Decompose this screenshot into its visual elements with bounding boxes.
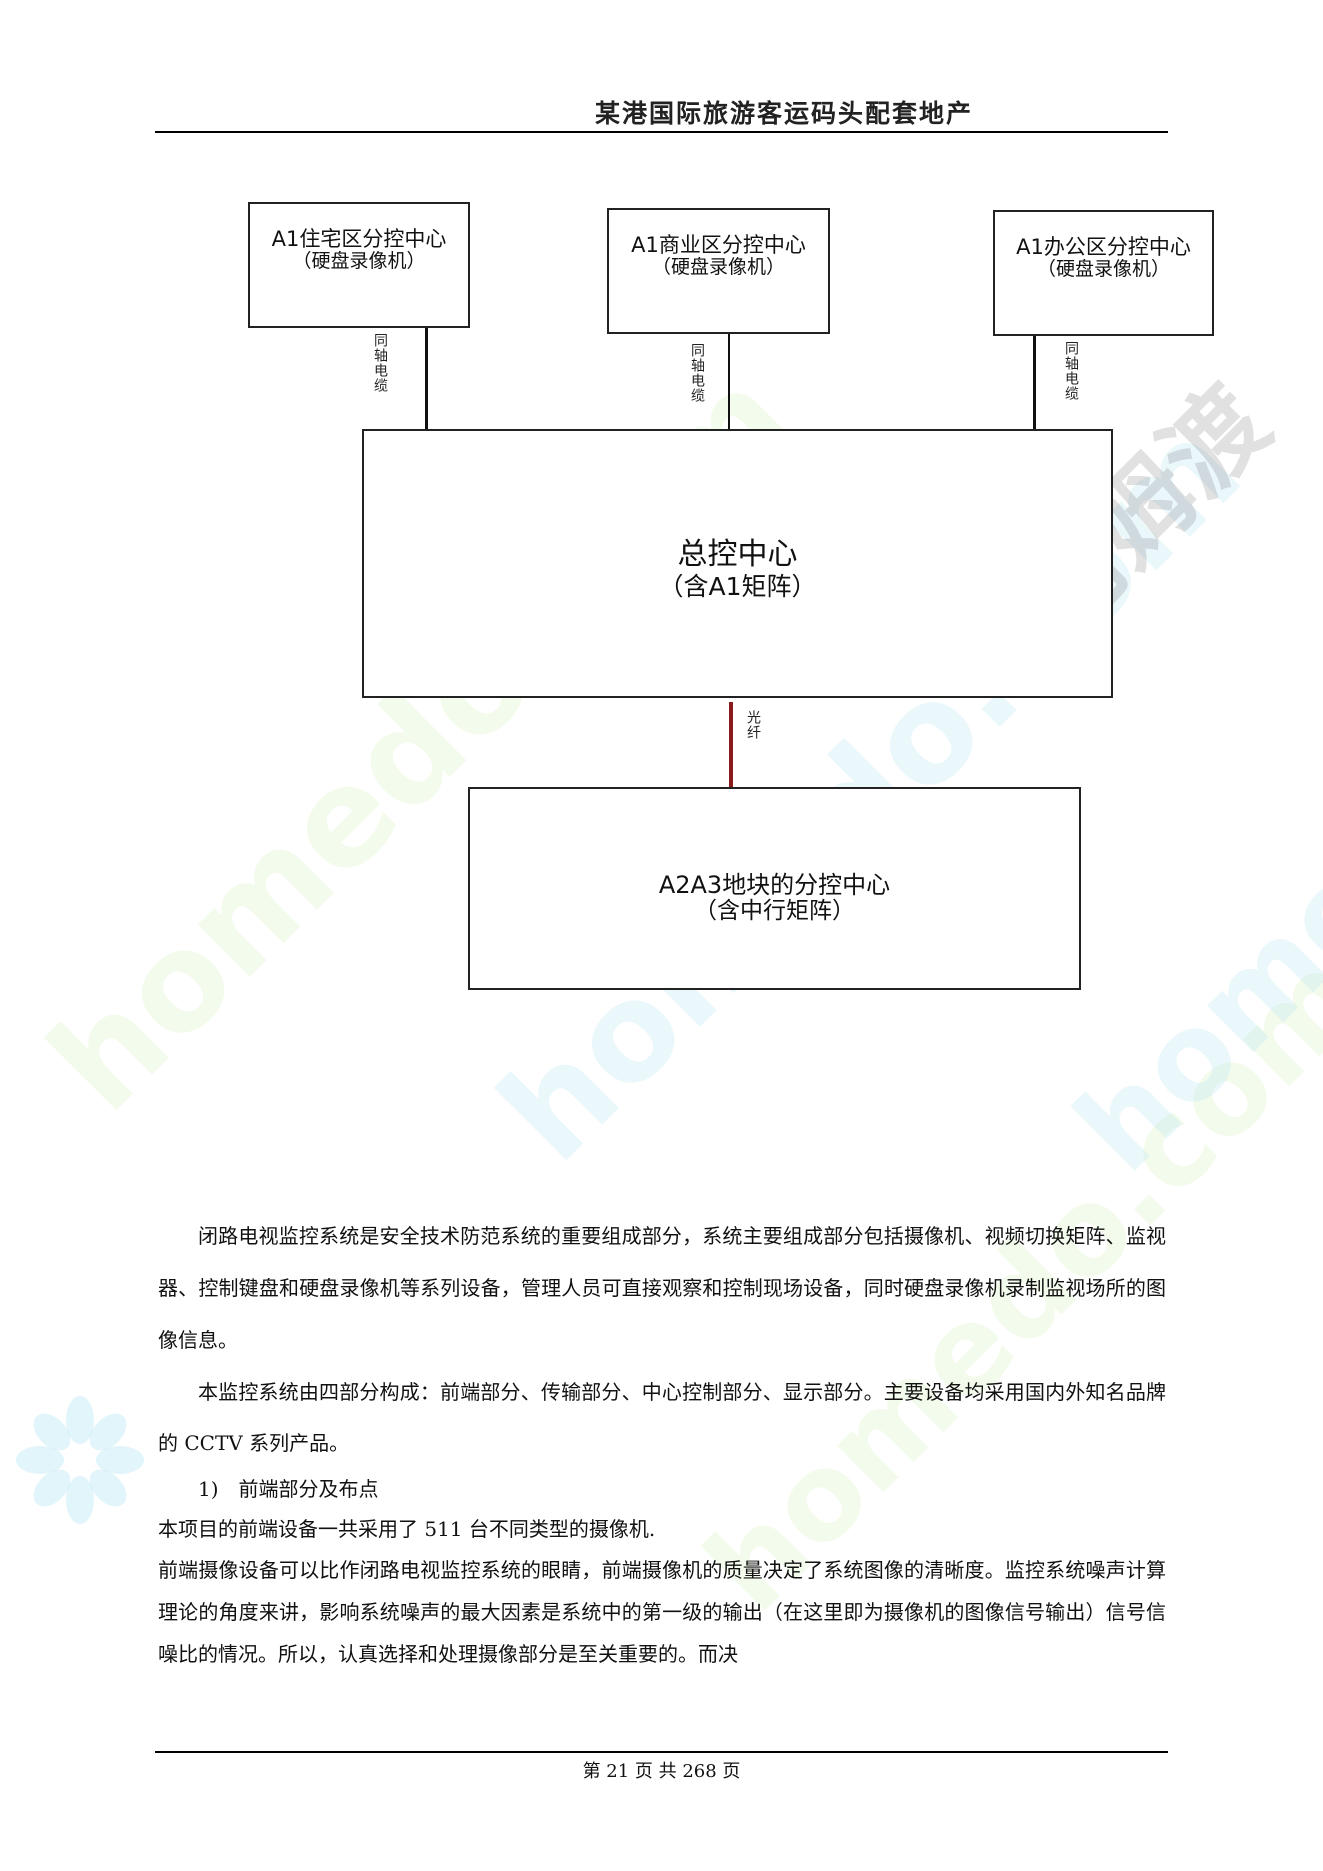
- node-commercial-title: A1商业区分控中心: [631, 233, 806, 257]
- paragraph-text: 闭路电视监控系统是安全技术防范系统的重要组成部分，系统主要组成部分包括摄像机、视…: [158, 1224, 1166, 1352]
- node-sub-sub: （含中行矩阵）: [694, 898, 855, 924]
- node-commercial: A1商业区分控中心 （硬盘录像机）: [607, 208, 830, 334]
- section-heading: 1) 前端部分及布点: [198, 1477, 379, 1501]
- header-rule: [155, 131, 1168, 133]
- link-coax-office: [1033, 336, 1036, 431]
- link-coax-commercial: [728, 334, 730, 431]
- document-header-title: 某港国际旅游客运码头配套地产: [594, 99, 973, 128]
- node-sub-control: A2A3地块的分控中心 （含中行矩阵）: [468, 787, 1081, 990]
- node-residential: A1住宅区分控中心 （硬盘录像机）: [248, 202, 470, 328]
- link-label-coax: 同轴电缆: [689, 343, 705, 403]
- node-office-title: A1办公区分控中心: [1016, 235, 1191, 259]
- section-front-end: 1) 前端部分及布点 本项目的前端设备一共采用了 511 台不同类型的摄像机. …: [158, 1469, 1166, 1675]
- node-sub-title: A2A3地块的分控中心: [658, 871, 891, 899]
- link-label-coax: 同轴电缆: [1063, 341, 1079, 401]
- link-label-fiber: 光纤: [745, 710, 761, 740]
- watermark-flower-icon: [16, 1396, 144, 1524]
- paragraph-text: 前端摄像设备可以比作闭路电视监控系统的眼睛，前端摄像机的质量决定了系统图像的清晰…: [158, 1558, 1166, 1666]
- node-residential-title: A1住宅区分控中心: [271, 227, 447, 251]
- paragraph-intro: 闭路电视监控系统是安全技术防范系统的重要组成部分，系统主要组成部分包括摄像机、视…: [158, 1210, 1166, 1366]
- node-main-title: 总控中心: [677, 537, 798, 572]
- link-coax-residential: [425, 328, 428, 431]
- paragraph-camera-count: 本项目的前端设备一共采用了 511 台不同类型的摄像机.: [158, 1517, 656, 1541]
- node-office-sub: （硬盘录像机）: [1036, 258, 1170, 280]
- node-office: A1办公区分控中心 （硬盘录像机）: [993, 210, 1214, 336]
- link-label-coax: 同轴电缆: [372, 333, 388, 393]
- node-main-sub: （含A1矩阵）: [658, 572, 817, 601]
- footer-rule: [155, 1751, 1168, 1753]
- paragraph-text: 本监控系统由四部分构成：前端部分、传输部分、中心控制部分、显示部分。主要设备均采…: [158, 1380, 1166, 1455]
- paragraph-composition: 本监控系统由四部分构成：前端部分、传输部分、中心控制部分、显示部分。主要设备均采…: [158, 1367, 1166, 1469]
- link-fiber: [729, 702, 733, 787]
- node-commercial-sub: （硬盘录像机）: [651, 256, 785, 278]
- node-residential-sub: （硬盘录像机）: [292, 250, 426, 272]
- node-main-control: 总控中心 （含A1矩阵）: [362, 429, 1113, 698]
- page-number: 第 21 页 共 268 页: [582, 1761, 741, 1782]
